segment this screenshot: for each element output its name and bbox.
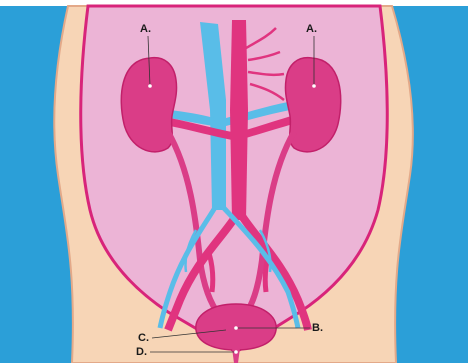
label-kidney-right: A. bbox=[306, 23, 317, 35]
pointer-dot-kidney-left bbox=[148, 84, 152, 88]
label-bladder: B. bbox=[312, 322, 323, 334]
aorta bbox=[230, 20, 248, 220]
pointer-dot-urethra bbox=[234, 350, 238, 354]
pointer-dot-kidney-right bbox=[312, 84, 316, 88]
pointer-dot-bladder bbox=[234, 326, 238, 330]
label-urethra: D. bbox=[136, 346, 147, 358]
label-kidney-left: A. bbox=[140, 23, 151, 35]
label-ureter: C. bbox=[138, 332, 149, 344]
